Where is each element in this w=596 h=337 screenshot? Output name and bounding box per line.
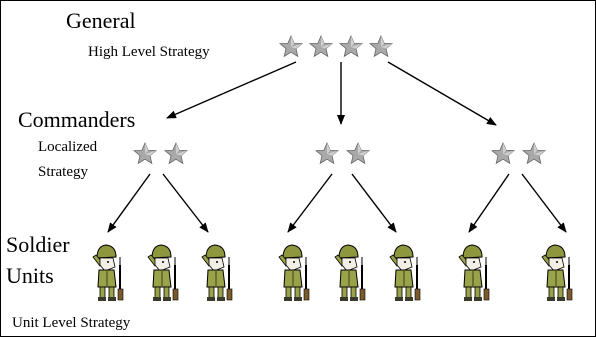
- saluting-soldier-icon: [458, 244, 490, 302]
- commanders-title: Commanders: [18, 107, 136, 132]
- saluting-soldier-icon: [201, 244, 233, 302]
- center-commander-rank-stars: [315, 142, 370, 164]
- arrow-center-commander-to-soldier-4: [287, 173, 333, 233]
- star-icon: [164, 142, 188, 164]
- general-subtitle: High Level Strategy: [88, 44, 210, 60]
- star-icon: [522, 142, 546, 164]
- saluting-soldier-icon: [147, 244, 179, 302]
- star-icon: [315, 142, 339, 164]
- saluting-soldier-icon: [278, 244, 310, 302]
- arrow-center-commander-to-soldier-6: [351, 173, 397, 233]
- arrow-left-commander-to-soldier-3: [162, 173, 209, 233]
- star-icon: [309, 35, 333, 57]
- saluting-soldier-icon: [541, 244, 573, 302]
- soldier-units: [92, 244, 573, 302]
- right-commander-rank-stars: [491, 142, 546, 164]
- arrow-right-commander-to-soldier-7: [468, 173, 510, 233]
- general-title: General: [66, 8, 136, 33]
- star-icon: [339, 35, 363, 57]
- arrow-general-to-left-commander: [166, 61, 297, 119]
- star-icon: [279, 35, 303, 57]
- commanders-subtitle: Localized Strategy: [38, 139, 98, 180]
- saluting-soldier-icon: [389, 244, 421, 302]
- star-icon: [369, 35, 393, 57]
- arrow-right-commander-to-soldier-8: [521, 173, 567, 233]
- arrow-general-to-right-commander: [387, 61, 497, 126]
- star-icon: [491, 142, 515, 164]
- star-icon: [133, 142, 157, 164]
- star-icon: [346, 142, 370, 164]
- soldiers-title: Soldier Units: [6, 232, 70, 288]
- arrow-left-commander-to-soldier-1: [107, 173, 151, 233]
- left-commander-rank-stars: [133, 142, 188, 164]
- saluting-soldier-icon: [334, 244, 366, 302]
- soldiers-subtitle: Unit Level Strategy: [12, 315, 131, 331]
- saluting-soldier-icon: [92, 244, 124, 302]
- general-rank-stars: [279, 35, 393, 57]
